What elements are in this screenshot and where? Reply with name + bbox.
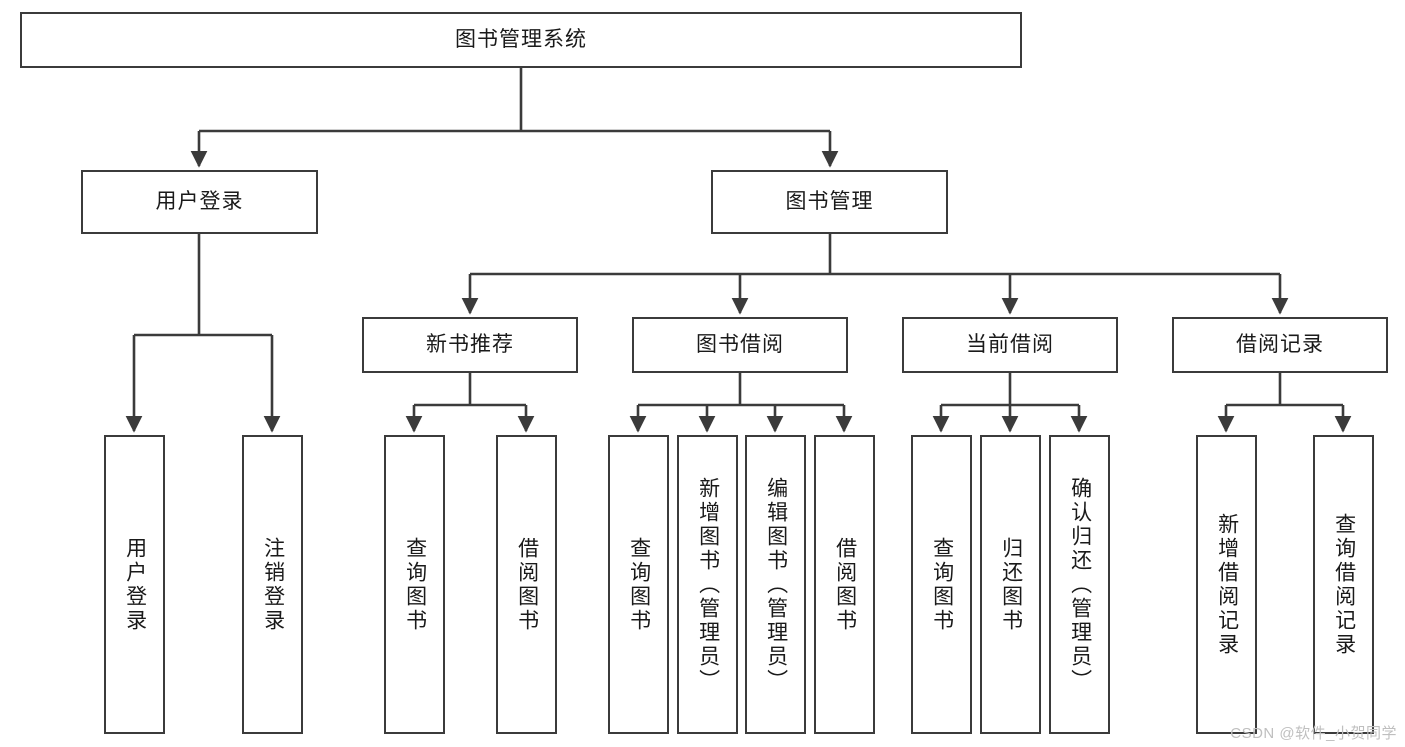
node-book-borrow[interactable]: 图书借阅 [632,317,848,373]
node-leaf-user-login[interactable]: 用户登录 [104,435,165,734]
node-leaf-borrow-book-2[interactable]: 借阅图书 [814,435,875,734]
node-root-label: 图书管理系统 [455,28,587,52]
node-book-borrow-label: 图书借阅 [696,333,784,357]
node-leaf-add-record[interactable]: 新增借阅记录 [1196,435,1257,734]
node-borrow-record[interactable]: 借阅记录 [1172,317,1388,373]
node-user-login-label: 用户登录 [155,190,244,214]
csdn-watermark: CSDN @软件_小贺同学 [1230,725,1397,742]
node-leaf-add-book[interactable]: 新增图书（管理员） [677,435,738,734]
node-leaf-user-login-label: 用户登录 [123,536,147,633]
node-leaf-borrow-book-2-label: 借阅图书 [833,536,857,633]
node-new-book-recommend[interactable]: 新书推荐 [362,317,578,373]
node-leaf-query-book-1[interactable]: 查询图书 [384,435,445,734]
node-leaf-query-record-label: 查询借阅记录 [1332,512,1356,657]
node-leaf-logout[interactable]: 注销登录 [242,435,303,734]
node-leaf-query-book-3[interactable]: 查询图书 [911,435,972,734]
node-leaf-query-book-3-label: 查询图书 [930,536,954,633]
node-book-manage[interactable]: 图书管理 [711,170,948,234]
node-leaf-query-book-2-label: 查询图书 [627,536,651,633]
node-user-login[interactable]: 用户登录 [81,170,318,234]
node-leaf-logout-label: 注销登录 [261,536,285,633]
node-leaf-borrow-book-1-label: 借阅图书 [515,536,539,633]
node-leaf-edit-book[interactable]: 编辑图书（管理员） [745,435,806,734]
node-leaf-query-book-2[interactable]: 查询图书 [608,435,669,734]
node-leaf-add-record-label: 新增借阅记录 [1215,512,1239,657]
node-leaf-add-book-label: 新增图书（管理员） [696,476,720,693]
node-current-borrow-label: 当前借阅 [966,333,1054,357]
node-leaf-query-book-1-label: 查询图书 [403,536,427,633]
node-leaf-confirm-return-label: 确认归还（管理员） [1068,476,1092,693]
node-current-borrow[interactable]: 当前借阅 [902,317,1118,373]
node-book-manage-label: 图书管理 [785,190,874,214]
node-leaf-return-book-label: 归还图书 [999,536,1023,633]
node-leaf-edit-book-label: 编辑图书（管理员） [764,476,788,693]
node-leaf-return-book[interactable]: 归还图书 [980,435,1041,734]
node-leaf-borrow-book-1[interactable]: 借阅图书 [496,435,557,734]
node-borrow-record-label: 借阅记录 [1236,333,1324,357]
node-root[interactable]: 图书管理系统 [20,12,1022,68]
node-leaf-query-record[interactable]: 查询借阅记录 [1313,435,1374,734]
node-new-book-recommend-label: 新书推荐 [426,333,514,357]
node-leaf-confirm-return[interactable]: 确认归还（管理员） [1049,435,1110,734]
